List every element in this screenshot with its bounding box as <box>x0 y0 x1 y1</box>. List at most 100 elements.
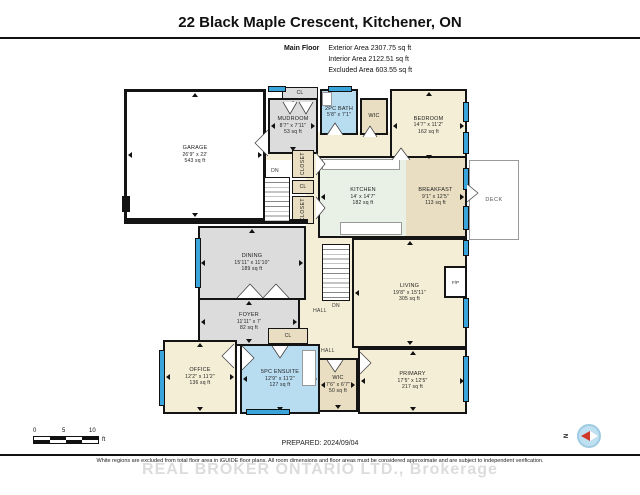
scale-tick-10: 10 <box>89 428 96 434</box>
ensuite-vanity <box>302 350 316 386</box>
measure-arrow-w <box>166 374 170 380</box>
compass-needle-red <box>581 431 590 441</box>
window <box>268 86 286 92</box>
measure-arrow-n <box>277 347 283 351</box>
window <box>159 350 165 406</box>
window <box>463 102 469 122</box>
exterior-area: Exterior Area 2307.75 sq ft <box>328 45 412 52</box>
compass-circle <box>577 424 601 448</box>
wic-top-label: WIC <box>368 113 380 120</box>
north-label: N <box>564 433 571 439</box>
window <box>463 168 469 190</box>
measure-arrow-n <box>246 301 252 305</box>
closet-foyer: CL <box>268 328 308 344</box>
measure-arrow-s <box>409 407 416 411</box>
measure-arrow-w <box>321 194 325 200</box>
scale-ticks: 0 5 10 <box>33 428 143 436</box>
compass-icon: N <box>564 424 609 450</box>
measure-arrow-e <box>258 152 262 158</box>
measure-arrow-s <box>406 341 413 345</box>
scale-tick-0: 0 <box>33 428 37 434</box>
scale-tick-5: 5 <box>62 428 66 434</box>
garage-bottom-wall <box>124 219 308 224</box>
window <box>463 298 469 328</box>
measure-arrow-s <box>197 407 203 411</box>
footer-divider <box>0 454 640 456</box>
measure-arrow-n <box>192 93 198 97</box>
window <box>463 132 469 154</box>
measure-arrow-s <box>249 293 255 297</box>
area-stats: Exterior Area 2307.75 sq ft Interior Are… <box>328 43 412 76</box>
window <box>328 86 352 92</box>
window <box>463 356 469 402</box>
room-wic-top: WIC <box>360 98 388 135</box>
measure-arrow-e <box>311 123 315 129</box>
measure-arrow-w <box>321 382 325 388</box>
bath-sink-fixture <box>322 92 332 106</box>
scale-bar-graphic <box>33 436 99 444</box>
interior-area: Interior Area 2122.51 sq ft <box>328 56 409 63</box>
stairs-garage-dn-label: DN <box>271 168 279 174</box>
floor-stats: Main Floor Exterior Area 2307.75 sq ft I… <box>56 43 640 76</box>
measure-arrow-n <box>290 101 296 105</box>
scale-unit: ft <box>102 437 106 443</box>
measure-arrow-n <box>409 351 416 355</box>
closet-upper: CLOSET <box>292 150 314 178</box>
measure-arrow-n <box>335 361 341 365</box>
measure-arrow-w <box>361 378 365 384</box>
measure-arrow-e <box>230 374 234 380</box>
window <box>246 409 290 415</box>
closet-label: CLOSET <box>300 152 306 176</box>
measure-arrow-e <box>460 122 464 129</box>
window <box>195 238 201 288</box>
header-divider <box>0 37 640 39</box>
window <box>463 240 469 256</box>
deck-label: DECK <box>485 197 503 203</box>
compass-needle-white <box>590 431 598 441</box>
scale-bar: 0 5 10 ft <box>33 428 143 444</box>
disclaimer-text: White regions are excluded from total fl… <box>96 458 544 464</box>
measure-arrow-n <box>249 229 255 233</box>
measure-arrow-s <box>192 213 198 217</box>
page-title: 22 Black Maple Crescent, Kitchener, ON <box>178 14 462 31</box>
cl-label: CL <box>284 332 292 339</box>
measure-arrow-w <box>201 319 205 325</box>
measure-arrow-s <box>335 405 341 409</box>
measure-arrow-e <box>351 382 355 388</box>
measure-arrow-w <box>355 290 359 296</box>
measure-arrow-s <box>246 339 252 343</box>
prepared-date: PREPARED: 2024/09/04 <box>281 440 359 447</box>
measure-arrow-n <box>406 241 413 245</box>
window <box>463 206 469 230</box>
measure-arrow-e <box>460 194 464 200</box>
measure-arrow-n <box>197 343 203 347</box>
kitchen-island <box>340 222 402 235</box>
measure-arrow-w <box>201 260 205 266</box>
measure-arrow-s <box>290 147 296 151</box>
closet-middle: CL <box>292 180 314 194</box>
measure-arrow-n <box>425 92 432 96</box>
fireplace: F/P <box>444 266 467 298</box>
kitchen-counter <box>322 159 400 170</box>
brokerage-watermark: REAL BROKER ONTARIO LTD., Brokerage <box>142 461 498 478</box>
measure-arrow-e <box>293 319 297 325</box>
stairs-hall <box>322 244 350 301</box>
fireplace-label: F/P <box>451 279 459 285</box>
measure-arrow-e <box>460 378 464 384</box>
